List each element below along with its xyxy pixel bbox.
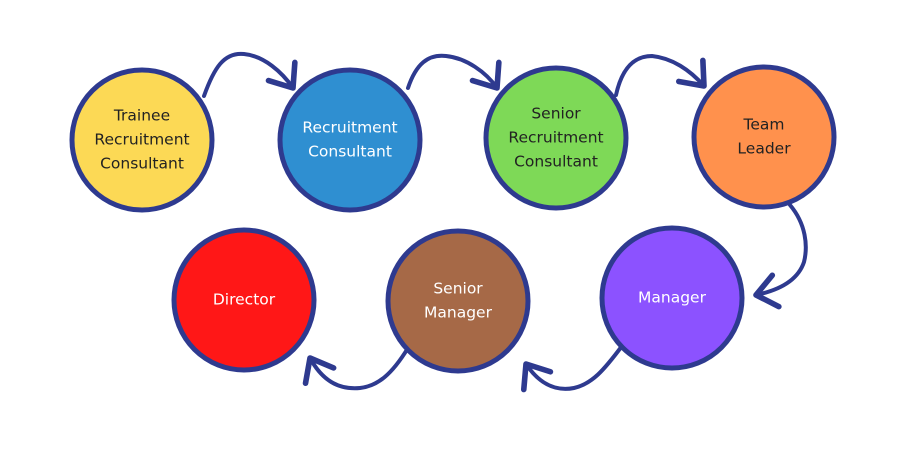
node-label-team-leader-line-1: Team xyxy=(743,116,785,134)
node-circle-senior-manager xyxy=(385,228,531,374)
node-label-director-line-1: Director xyxy=(213,291,276,309)
node-circle-recruitment-consultant xyxy=(277,67,423,213)
arrow-team-leader-to-manager xyxy=(753,203,808,310)
node-circle-team-leader xyxy=(691,64,837,210)
node-label-team-leader-line-2: Leader xyxy=(737,140,791,158)
node-label-recruitment-consultant-line-2: Consultant xyxy=(308,143,392,161)
node-label-senior-manager-line-1: Senior xyxy=(433,280,483,298)
node-label-senior-manager-line-2: Manager xyxy=(424,304,493,322)
node-label-trainee-line-2: Recruitment xyxy=(94,131,189,149)
node-manager: Manager xyxy=(599,225,745,371)
node-label-senior-recruitment-consultant-line-3: Consultant xyxy=(514,153,598,171)
node-label-trainee-line-3: Consultant xyxy=(100,155,184,173)
nodes-layer: TraineeRecruitmentConsultantRecruitmentC… xyxy=(69,64,837,374)
node-label-senior-recruitment-consultant-line-1: Senior xyxy=(531,105,581,123)
node-circle-manager xyxy=(599,225,745,371)
node-label-trainee-line-1: Trainee xyxy=(113,107,170,125)
node-director: Director xyxy=(171,227,317,373)
arrow-trainee-to-recruitment-consultant xyxy=(202,51,298,98)
arrow-manager-to-senior-manager xyxy=(520,344,624,393)
node-label-recruitment-consultant-line-1: Recruitment xyxy=(302,119,397,137)
node-circle-director xyxy=(171,227,317,373)
node-label-manager-line-1: Manager xyxy=(638,289,707,307)
arrow-recruitment-consultant-to-senior-recruitment-consultant xyxy=(406,53,502,91)
node-circle-senior-recruitment-consultant xyxy=(483,65,629,211)
node-circle-trainee xyxy=(69,67,215,213)
edges-layer xyxy=(202,51,808,393)
node-label-senior-recruitment-consultant-line-2: Recruitment xyxy=(508,129,603,147)
arrow-senior-recruitment-consultant-to-team-leader xyxy=(614,53,707,97)
arrow-senior-manager-to-director xyxy=(302,346,410,391)
